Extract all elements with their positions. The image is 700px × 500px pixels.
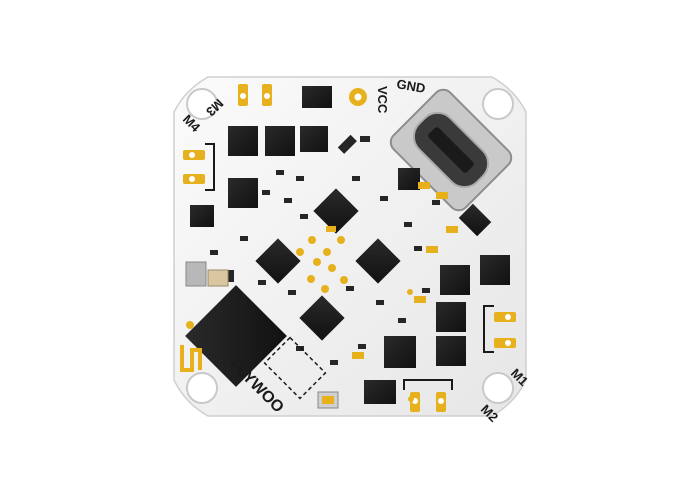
- main-mcu-chip: [185, 285, 287, 387]
- gold-passives: [326, 182, 458, 359]
- gold-test-points: [186, 236, 414, 402]
- label-vcc: VCC: [375, 86, 390, 114]
- brand-outline: [263, 336, 327, 400]
- usb-c-port-icon: [389, 88, 513, 212]
- motor-pads-m4: [183, 143, 215, 191]
- pcb-antenna-icon: [180, 345, 202, 372]
- vcc-pad: [349, 88, 367, 106]
- label-gnd: GND: [395, 76, 426, 96]
- mounting-holes: [186, 88, 514, 404]
- mosfet-array: [190, 86, 510, 404]
- barometer-module: [185, 261, 339, 409]
- motor-pads-m1: [483, 305, 516, 353]
- motor-pads-m3: [238, 84, 272, 106]
